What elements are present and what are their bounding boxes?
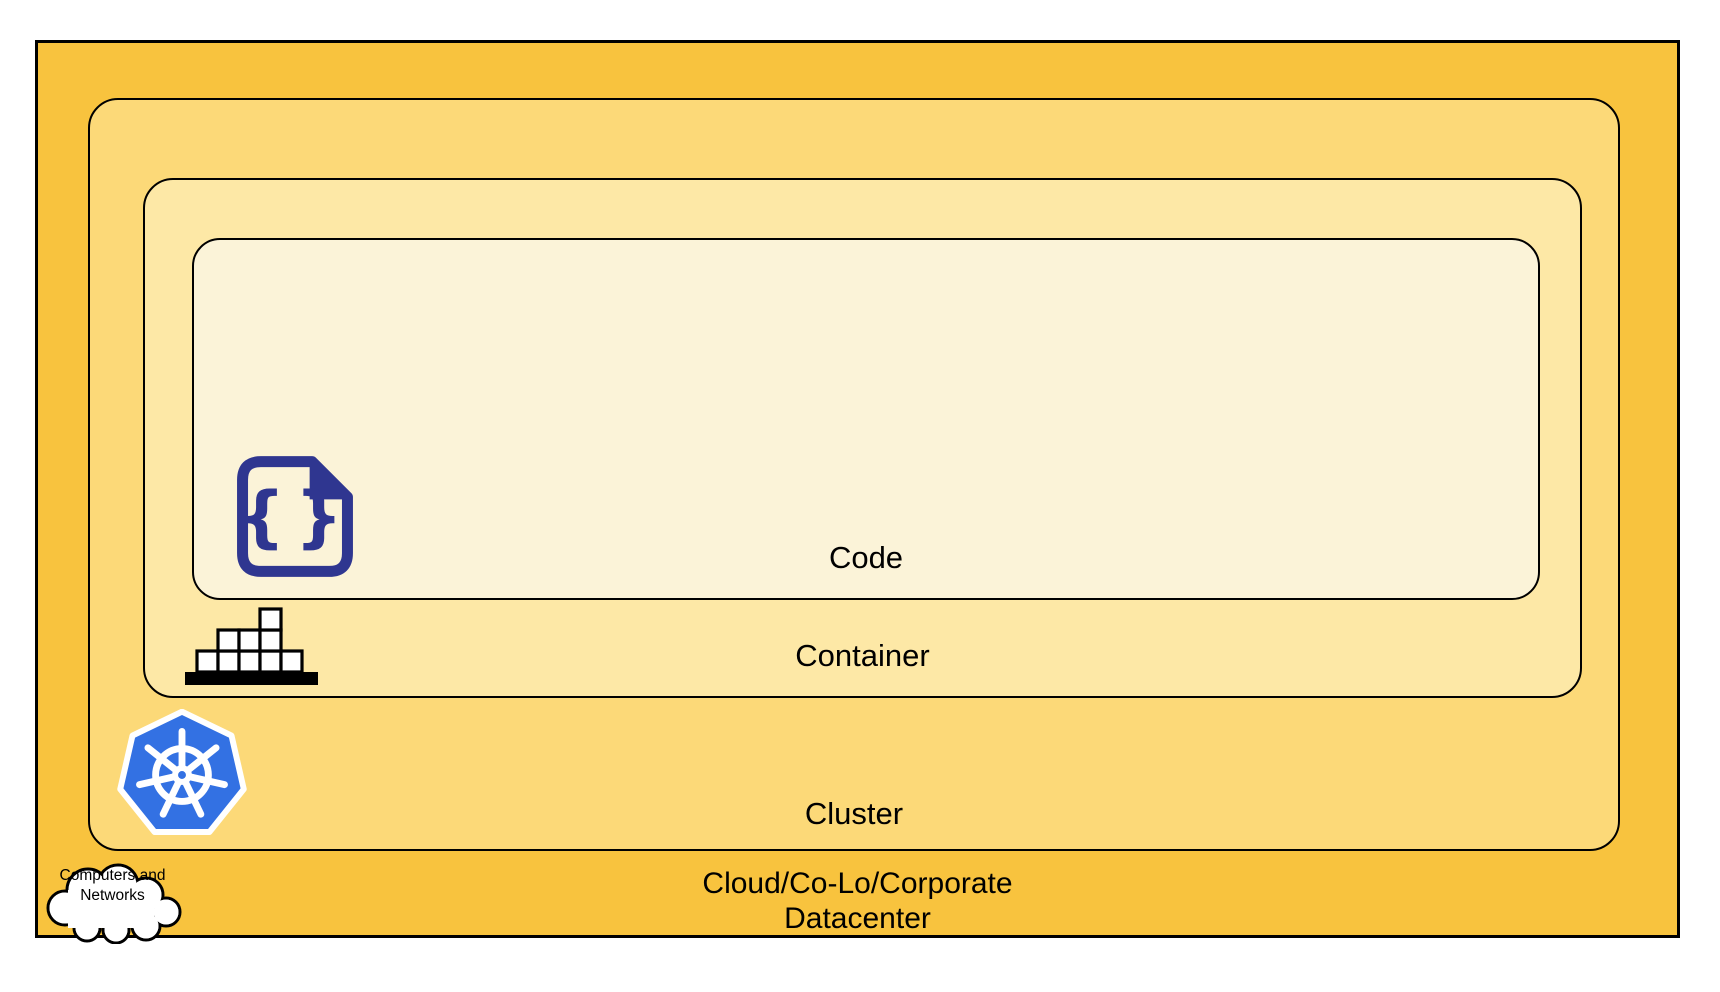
cloud-body (49, 866, 179, 942)
code-braces-glyph: {} (237, 478, 352, 556)
container-base-bar (185, 672, 318, 685)
code-file-icon: {} (237, 456, 353, 577)
container-blocks (195, 607, 304, 674)
code-file-outline (237, 456, 353, 577)
code-file-fold (309, 461, 348, 500)
kubernetes-hub-hole (178, 771, 186, 779)
kubernetes-wheel-icon (117, 709, 247, 835)
cloud-caption-line2: Networks (80, 887, 145, 904)
datacenter-label-line1: Cloud/Co-Lo/Corporate (702, 867, 1013, 900)
container-blocks-icon (185, 607, 318, 685)
cluster-label: Cluster (804, 796, 904, 831)
kubernetes-wheel-rim (152, 745, 212, 805)
cloud-caption: Computers and Networks (44, 866, 181, 906)
cloud-caption-line1: Computers and (59, 867, 166, 884)
code-layer (192, 238, 1540, 600)
code-label: Code (828, 540, 904, 575)
container-label: Container (795, 638, 930, 673)
datacenter-label: Cloud/Co-Lo/Corporate Datacenter (35, 866, 1680, 936)
datacenter-label-line2: Datacenter (784, 902, 931, 935)
computers-and-networks-cloud-icon (46, 863, 182, 944)
